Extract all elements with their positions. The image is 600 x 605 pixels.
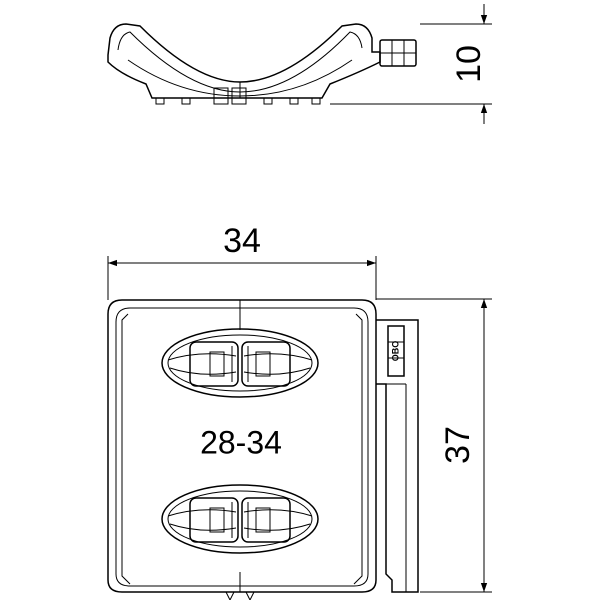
dimension-height-top: 10 [330,4,492,124]
lower-clamp [161,484,319,554]
dimension-label-37: 37 [439,426,477,464]
top-view [107,23,417,105]
front-view: 28-34 OBO [107,299,419,602]
upper-clamp [161,328,319,398]
dimension-height-front: 37 [376,298,492,593]
dimension-label-34: 34 [223,222,261,260]
dimension-label-10: 10 [450,45,488,83]
side-clip: OBO [376,319,419,593]
obo-logo: OBO [390,341,400,362]
size-range-label: 28-34 [200,424,282,460]
dimension-width: 34 [107,222,377,300]
